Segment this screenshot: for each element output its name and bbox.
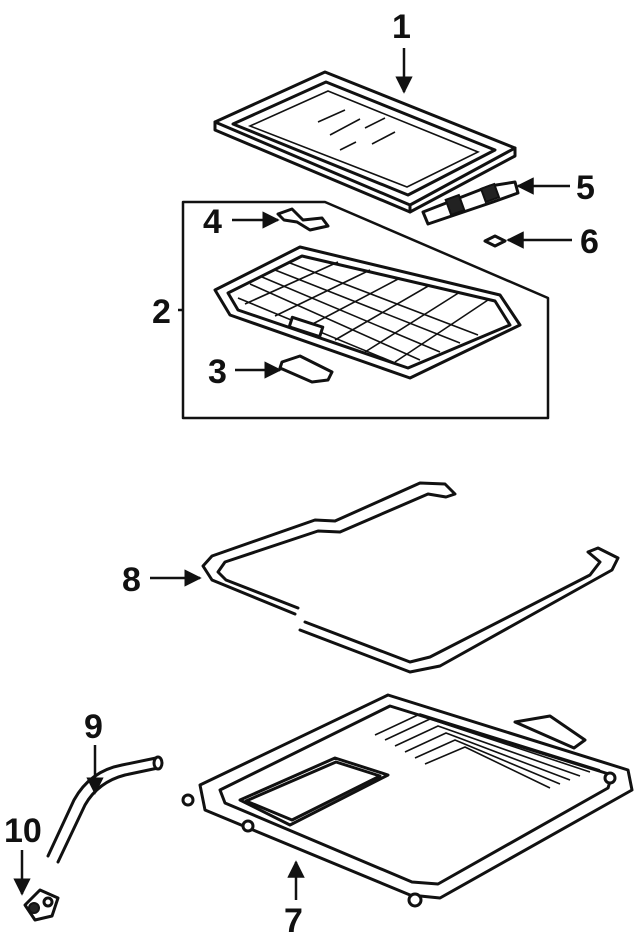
sunshade-panel bbox=[213, 245, 522, 380]
label-part-4: 4 bbox=[203, 203, 222, 241]
wind-deflector-part bbox=[421, 180, 520, 226]
label-part-2: 2 bbox=[152, 293, 171, 331]
label-part-6: 6 bbox=[580, 223, 599, 261]
label-part-9: 9 bbox=[84, 708, 103, 746]
label-part-10: 10 bbox=[4, 812, 42, 850]
label-part-3: 3 bbox=[208, 353, 227, 391]
label-part-7: 7 bbox=[284, 902, 303, 940]
drain-hose bbox=[46, 755, 164, 864]
label-part-5: 5 bbox=[576, 169, 595, 207]
label-part-1: 1 bbox=[392, 8, 411, 46]
label-part-8: 8 bbox=[122, 561, 141, 599]
hose-connector bbox=[23, 888, 60, 922]
leader-lines bbox=[13, 48, 572, 900]
clip-part bbox=[483, 234, 507, 248]
block-part bbox=[278, 354, 334, 384]
weatherstrip-seal bbox=[201, 481, 620, 674]
glass-panel bbox=[213, 70, 517, 214]
handle-part bbox=[276, 207, 330, 232]
sunroof-housing-frame bbox=[181, 693, 634, 908]
sunshade-assembly-box bbox=[181, 200, 550, 420]
